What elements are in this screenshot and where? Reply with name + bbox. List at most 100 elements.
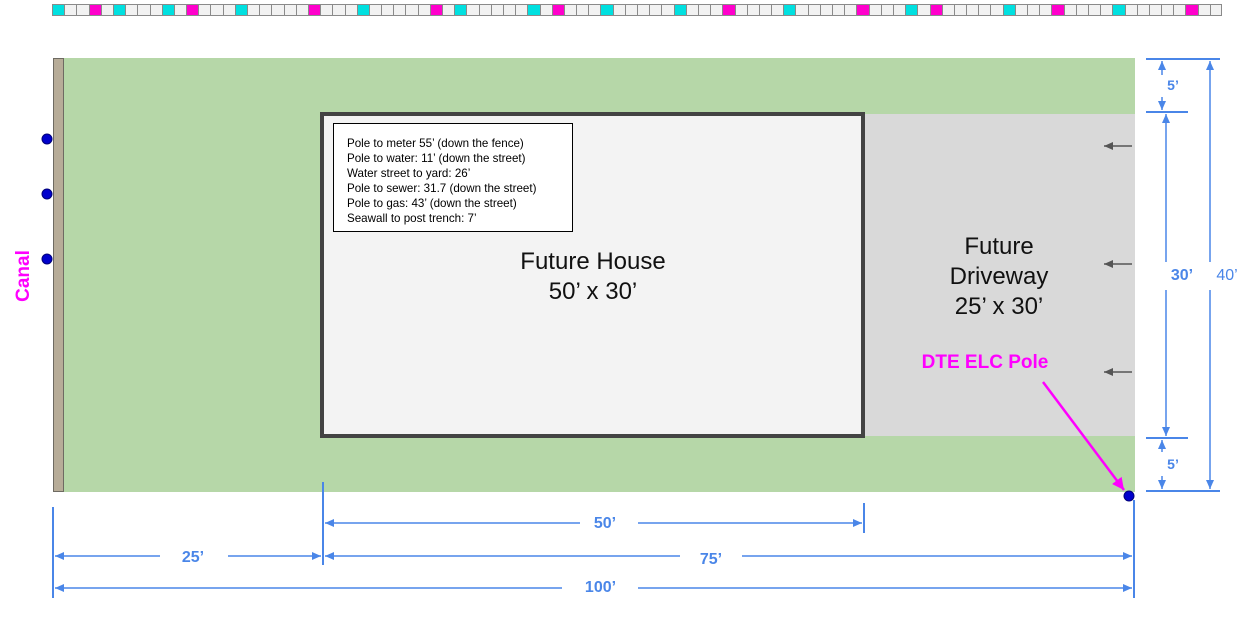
ruler-cell <box>320 4 333 16</box>
seawall-post-marker <box>41 133 53 145</box>
ruler-cell <box>1075 4 1088 16</box>
ruler-cell <box>198 4 211 16</box>
note-line: Pole to sewer: 31.7 (down the street) <box>347 182 537 195</box>
ruler-cell <box>1173 4 1186 16</box>
ruler-cell <box>1063 4 1076 16</box>
driveway-title-2: Driveway <box>949 263 1049 290</box>
ruler-cell <box>88 4 101 16</box>
dim-label-house-width: 50’ <box>593 515 617 532</box>
seawall <box>53 58 64 492</box>
ruler-cell <box>819 4 832 16</box>
ruler-cell <box>1112 4 1125 16</box>
ruler-cell <box>917 4 930 16</box>
ruler-cell <box>1209 4 1222 16</box>
ruler-cell <box>807 4 820 16</box>
driveway-size: 25’ x 30’ <box>954 293 1044 320</box>
ruler-cell <box>1051 4 1064 16</box>
ruler-cell <box>637 4 650 16</box>
ruler-cell <box>844 4 857 16</box>
ruler-cell <box>295 4 308 16</box>
ruler-cell <box>454 4 467 16</box>
note-line: Seawall to post trench: 7’ <box>347 212 477 225</box>
ruler-cell <box>76 4 89 16</box>
ruler-cell <box>478 4 491 16</box>
ruler-cell <box>563 4 577 16</box>
ruler-cell <box>393 4 406 16</box>
note-line: Pole to gas: 43’ (down the street) <box>347 197 517 210</box>
color-ruler <box>52 4 1222 16</box>
ruler-cell <box>1161 4 1174 16</box>
ruler-cell <box>905 4 918 16</box>
driveway-label: Future Driveway 25’ x 30’ <box>905 232 1093 322</box>
ruler-cell <box>1185 4 1198 16</box>
ruler-cell <box>100 4 113 16</box>
ruler-cell <box>137 4 150 16</box>
house-label: Future House 50’ x 30’ <box>480 247 706 307</box>
ruler-cell <box>758 4 772 16</box>
ruler-cell <box>1148 4 1162 16</box>
ruler-cell <box>417 4 430 16</box>
note-line: Water street to yard: 26’ <box>347 167 471 180</box>
ruler-cell <box>344 4 357 16</box>
ruler-cell <box>771 4 784 16</box>
ruler-cell <box>685 4 698 16</box>
ruler-cell <box>1197 4 1210 16</box>
ruler-cell <box>783 4 796 16</box>
ruler-cell <box>356 4 369 16</box>
ruler-cell <box>259 4 272 16</box>
ruler-cell <box>551 4 564 16</box>
ruler-cell <box>576 4 589 16</box>
ruler-cell <box>661 4 674 16</box>
ruler-cell <box>795 4 808 16</box>
house-size: 50’ x 30’ <box>548 278 638 305</box>
ruler-cell <box>722 4 735 16</box>
ruler-cell <box>112 4 126 16</box>
pole-pointer-arrow <box>1042 381 1125 491</box>
pole-label: DTE ELC Pole <box>921 352 1049 373</box>
ruler-cell <box>966 4 979 16</box>
seawall-post-marker <box>41 188 53 200</box>
ruler-cell <box>624 4 637 16</box>
ruler-cell <box>405 4 418 16</box>
dim-label-setback: 25’ <box>181 549 205 566</box>
ruler-cell <box>1124 4 1137 16</box>
ruler-cell <box>247 4 260 16</box>
ruler-cell <box>710 4 723 16</box>
ruler-cell <box>600 4 613 16</box>
ruler-cell <box>1039 4 1052 16</box>
dim-label-remaining: 75’ <box>699 551 723 568</box>
note-line: Pole to water: 11’ (down the street) <box>347 152 526 165</box>
ruler-cell <box>832 4 845 16</box>
ruler-cell <box>210 4 223 16</box>
ruler-cell <box>978 4 991 16</box>
ruler-cell <box>673 4 686 16</box>
ruler-cell <box>941 4 954 16</box>
ruler-cell <box>271 4 284 16</box>
dim-label-top-margin: 5’ <box>1167 77 1179 93</box>
note-line: Pole to meter 55’ (down the fence) <box>347 137 524 150</box>
ruler-cell <box>880 4 893 16</box>
electric-pole-marker <box>1123 490 1135 502</box>
ruler-cell <box>149 4 162 16</box>
ruler-cell <box>612 4 625 16</box>
ruler-cell <box>186 4 199 16</box>
driveway-title: Future <box>964 233 1034 260</box>
seawall-post-marker <box>41 253 53 265</box>
ruler-cell <box>856 4 869 16</box>
ruler-cell <box>588 4 601 16</box>
dim-label-total-width: 100’ <box>584 579 617 596</box>
ruler-cell <box>307 4 321 16</box>
dim-label-house-depth: 30’ <box>1170 267 1194 284</box>
ruler-cell <box>442 4 455 16</box>
dim-label-bottom-margin: 5’ <box>1167 456 1179 472</box>
ruler-cell <box>515 4 528 16</box>
ruler-cell <box>953 4 967 16</box>
utility-notes-box: Pole to meter 55’ (down the fence) Pole … <box>333 123 573 232</box>
ruler-cell <box>381 4 394 16</box>
ruler-cell <box>990 4 1003 16</box>
ruler-cell <box>1087 4 1101 16</box>
ruler-cell <box>527 4 540 16</box>
dim-label-total-depth: 40’ <box>1216 267 1238 284</box>
ruler-cell <box>1100 4 1113 16</box>
